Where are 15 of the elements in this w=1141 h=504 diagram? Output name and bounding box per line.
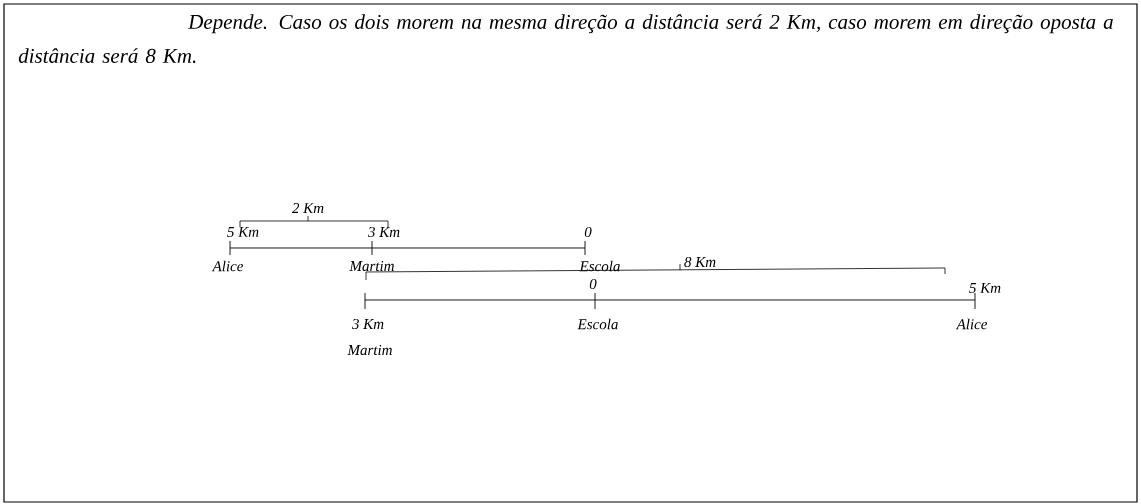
point-label: Martim (347, 344, 392, 356)
answer-text: Depende. Caso os dois morem na mesma direção a distância será 2 Km, caso morem em direção oposta a distância será 8 Km. (18, 14, 1113, 64)
dimension-label: 8 Km (684, 256, 716, 268)
point-label: Alice (211, 260, 244, 272)
tick-label: 0 (589, 278, 597, 290)
tick-label: 5 Km (969, 283, 1001, 293)
tick-label: 5 Km (227, 227, 259, 237)
point-label: Alice (955, 318, 988, 330)
tick-label: 0 (584, 226, 592, 238)
point-label: Escola (577, 318, 618, 330)
point-label: Escola (579, 260, 620, 272)
dimension-label: 2 Km (291, 203, 324, 213)
tick-label: 3 Km (351, 318, 384, 330)
point-label: Martim (349, 260, 394, 272)
tick-label: 3 Km (367, 226, 400, 238)
